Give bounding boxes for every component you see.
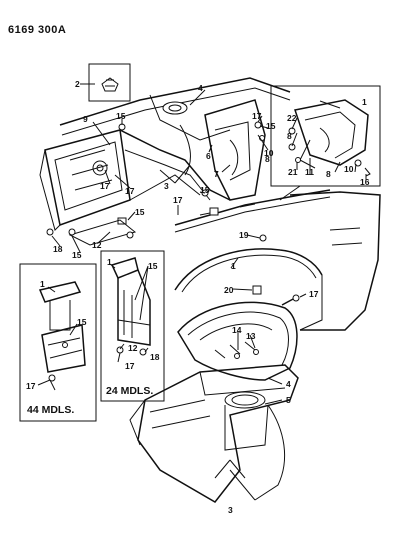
callout-3: 3 (164, 181, 169, 191)
callout-22: 22 (287, 113, 297, 123)
clip-detail-box (80, 63, 131, 102)
callout-8: 8 (287, 131, 292, 141)
callout-15: 15 (200, 185, 210, 195)
callout-3: 3 (228, 505, 233, 515)
callout-13: 13 (246, 331, 256, 341)
fender (174, 191, 381, 331)
callout-1: 1 (107, 257, 112, 267)
callout-17: 17 (173, 195, 183, 205)
callout-17: 17 (100, 181, 110, 191)
callout-4: 4 (198, 83, 203, 93)
callout-1: 1 (362, 97, 367, 107)
callout-5: 5 (286, 395, 291, 405)
splash-shield (177, 301, 298, 381)
bracket-detail-box (270, 85, 381, 201)
callout-8: 8 (326, 169, 331, 179)
leader-lines (37, 89, 367, 479)
callout-11: 11 (305, 167, 314, 177)
callout-19: 19 (239, 230, 249, 240)
callout-1: 1 (231, 261, 236, 271)
callout-18: 18 (150, 352, 160, 362)
callout-1: 1 (40, 279, 45, 289)
callout-15: 15 (116, 111, 126, 121)
inset-caption-24: 24 MDLS. (106, 385, 154, 397)
inset-44-mdls (19, 263, 97, 422)
callout-10: 10 (264, 148, 274, 158)
document-id: 6169 300A (8, 24, 67, 36)
callout-15: 15 (77, 317, 87, 327)
upper-assembly (39, 77, 331, 246)
callout-14: 14 (232, 325, 242, 335)
callout-8: 8 (265, 154, 270, 164)
inset-24-mdls (100, 250, 165, 402)
callout-12: 12 (92, 240, 102, 250)
inset-caption-44: 44 MDLS. (27, 404, 75, 416)
callout-7: 7 (214, 169, 219, 179)
callout-15: 15 (135, 207, 145, 217)
callout-4: 4 (286, 379, 291, 389)
callout-17: 17 (125, 361, 135, 371)
callout-21: 21 (288, 167, 298, 177)
callout-15: 15 (266, 121, 276, 131)
callout-9: 9 (83, 114, 88, 124)
callout-10: 10 (344, 164, 354, 174)
callout-18: 18 (53, 244, 63, 254)
callout-6: 6 (206, 151, 211, 161)
callout-17: 17 (125, 186, 135, 196)
callout-15: 15 (148, 261, 158, 271)
callout-20: 20 (224, 285, 234, 295)
callout-17: 17 (26, 381, 36, 391)
callout-2: 2 (75, 79, 80, 89)
callout-17: 17 (252, 111, 262, 121)
callout-17: 17 (309, 289, 319, 299)
callout-15: 15 (72, 250, 82, 260)
lower-apron (129, 364, 299, 503)
callout-12: 12 (128, 343, 138, 353)
callout-16: 16 (360, 177, 370, 187)
